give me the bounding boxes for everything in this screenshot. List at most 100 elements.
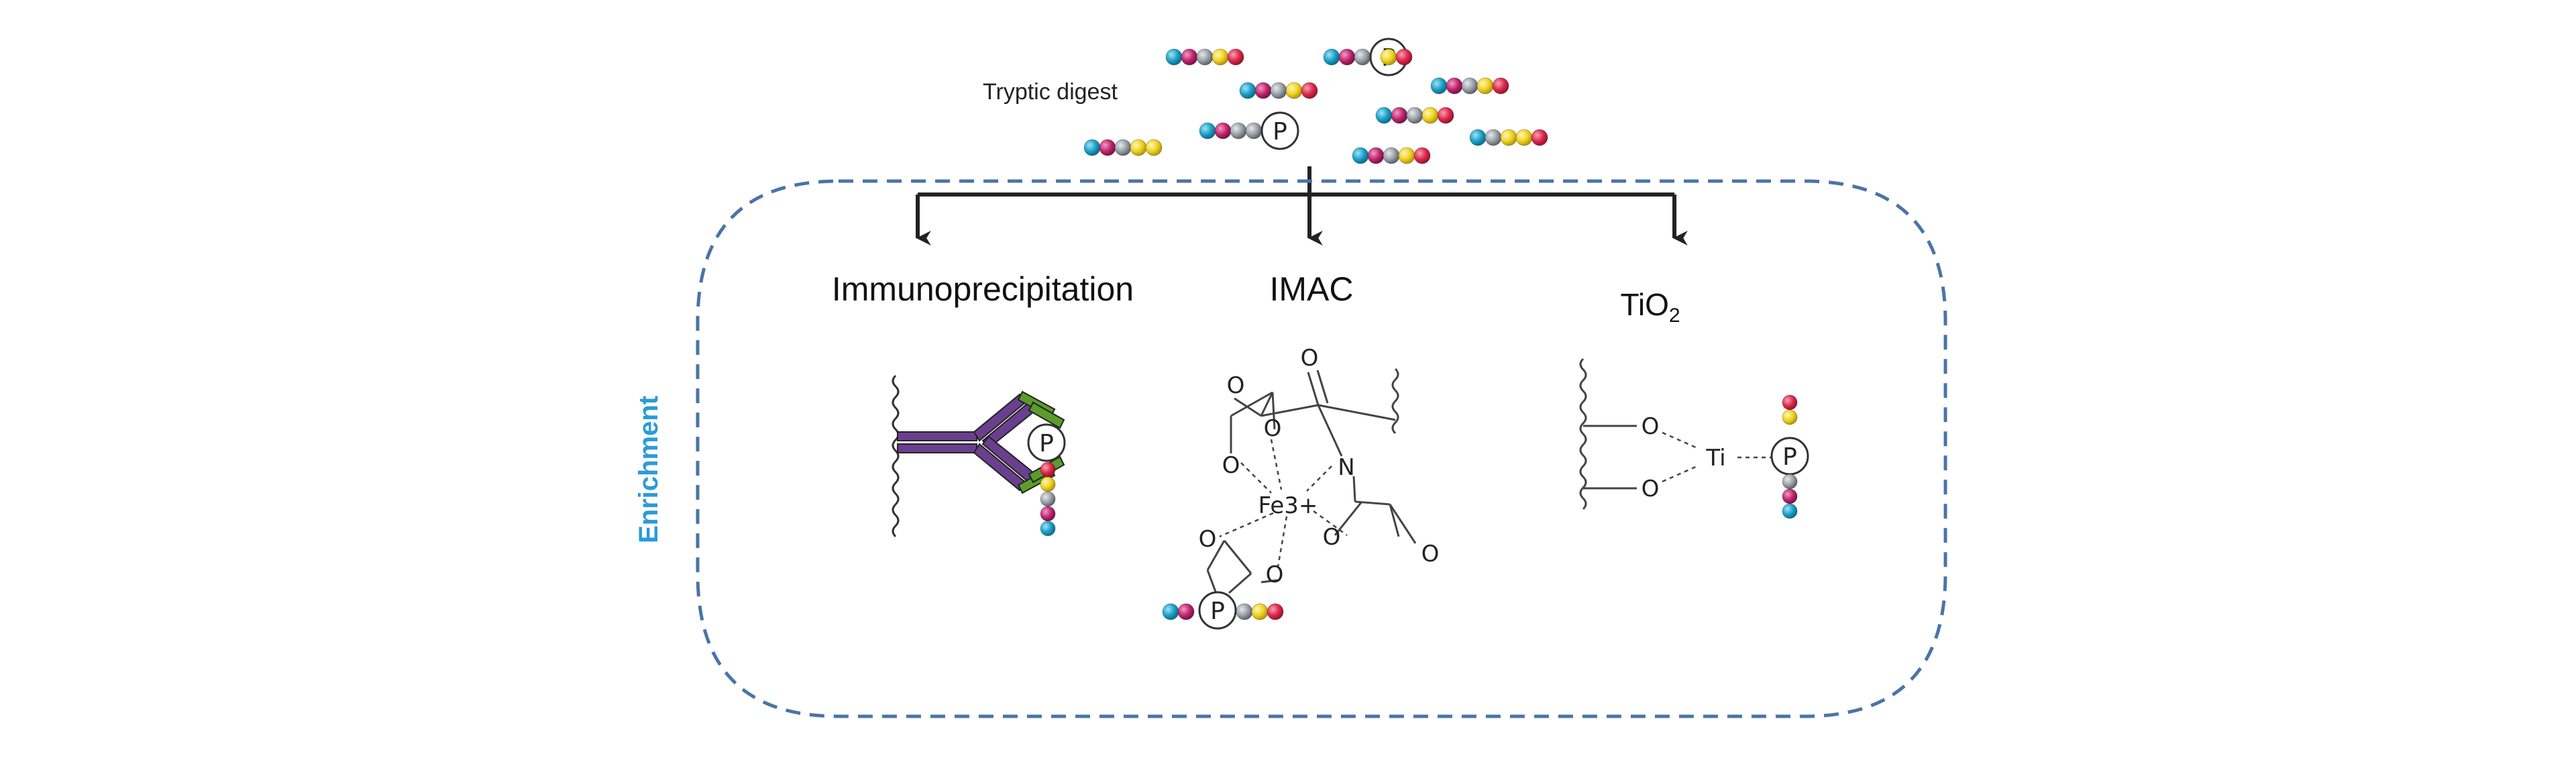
peptide-bead	[1398, 147, 1415, 164]
imac-oxygen-phosphate-right: O	[1266, 561, 1284, 588]
peptide-bead	[1413, 147, 1431, 164]
imac-phospho-letter: P	[1210, 598, 1225, 625]
imac-nitrogen: N	[1338, 454, 1354, 481]
peptide-bead	[1285, 82, 1303, 99]
imac-oxygen-right: O	[1323, 524, 1341, 551]
phospho-group: P	[1027, 423, 1066, 462]
coordination-bond-1	[1240, 462, 1272, 494]
peptide-bead	[1040, 476, 1056, 492]
imac-title: IMAC	[1270, 270, 1354, 308]
peptide-bead	[1437, 107, 1454, 124]
peptide-bead	[1114, 139, 1132, 156]
peptide-bead	[1515, 129, 1533, 146]
peptide-bead	[1040, 506, 1056, 522]
peptide-bead	[1177, 603, 1195, 620]
peptide-bead	[1214, 122, 1232, 140]
bound-peptide-ip	[1040, 461, 1056, 537]
bound-peptide-imac	[1162, 603, 1284, 620]
phospho-letter: P	[1039, 430, 1054, 457]
bead-surface-wavy-line	[892, 374, 900, 538]
enrichment-box	[696, 179, 1947, 718]
peptide-bead	[1469, 129, 1487, 146]
tio2-oxygen-upper: O	[1642, 413, 1660, 440]
ti-bond-lower	[1662, 465, 1698, 483]
peptide-bead	[1421, 107, 1439, 124]
peptide-bead	[1500, 129, 1517, 146]
peptide-bead	[1196, 48, 1214, 66]
titanium-atom: Ti	[1705, 445, 1725, 472]
tio2-title: TiO2	[1620, 287, 1680, 327]
peptide-bead	[1531, 129, 1548, 146]
immunoprecipitation-panel: P	[892, 374, 1066, 538]
peptide-bead	[1245, 122, 1263, 140]
imac-oxygen-top: O	[1301, 345, 1319, 372]
peptide-bead	[1254, 82, 1272, 99]
coordination-bond-3	[1306, 465, 1332, 492]
peptide-bead	[1406, 107, 1424, 124]
peptide-bead	[1212, 48, 1229, 66]
peptide-bead	[1301, 82, 1318, 99]
peptide-bead	[1782, 394, 1798, 410]
imac-iron-ion: Fe3+	[1258, 492, 1318, 519]
peptide-bead	[1782, 488, 1798, 504]
tio2-oxygen-lower: O	[1642, 476, 1660, 502]
bound-peptide-tio2-upper	[1782, 394, 1798, 425]
immunoprecipitation-title: Immunoprecipitation	[832, 270, 1134, 308]
peptide-bead	[1083, 139, 1101, 156]
peptide-bead	[1227, 48, 1244, 66]
peptide-bead	[1461, 77, 1479, 95]
coordination-bond-2	[1270, 439, 1283, 490]
phospho-circle	[1260, 111, 1299, 150]
antibody-shape	[897, 390, 1065, 494]
imac-oxygen-bridge-upper: O	[1264, 415, 1282, 442]
peptide-bead	[1239, 82, 1256, 99]
peptide-bead	[1236, 603, 1253, 620]
peptide-bead	[1251, 603, 1269, 620]
peptide-bead	[1145, 139, 1163, 156]
peptide-bead	[1099, 139, 1116, 156]
phospho-letter: P	[1273, 118, 1287, 146]
imac-oxygen-phosphate-left: O	[1199, 526, 1217, 553]
tryptic-peptides: PP	[1083, 38, 1548, 164]
tio2-panel	[1579, 357, 1771, 510]
imac-oxygen-carbonyl-right: O	[1421, 541, 1440, 567]
imac-wavy-line	[1391, 368, 1399, 435]
split-arrows	[916, 166, 1688, 245]
peptide-bead	[1040, 520, 1056, 537]
tio2-atom-labels: O O Ti P	[1642, 413, 1809, 502]
peptide-bead	[1485, 129, 1502, 146]
peptide-bead	[1338, 48, 1356, 66]
peptide-bead	[1040, 461, 1056, 478]
coordination-bond-4	[1313, 510, 1348, 537]
peptide-bead	[1380, 48, 1397, 66]
peptide-bead	[1162, 603, 1179, 620]
peptide-bead	[1446, 77, 1463, 95]
imac-panel	[1206, 368, 1417, 598]
tio2-wavy-line	[1579, 357, 1587, 510]
imac-atom-labels: O O O O N Fe3+ O O O O P	[1198, 345, 1440, 630]
peptide-bead	[1199, 122, 1216, 140]
imac-oxygen-carbonyl-left: O	[1227, 372, 1245, 399]
peptide-bead	[1130, 139, 1147, 156]
peptide-bead	[1782, 474, 1798, 490]
tryptic-digest-label: Tryptic digest	[983, 79, 1118, 105]
peptide-bead	[1383, 147, 1400, 164]
ti-bond-upper	[1662, 431, 1698, 449]
peptide-bead	[1477, 77, 1494, 95]
peptide-bead	[1270, 82, 1287, 99]
peptide-bead	[1354, 48, 1371, 66]
coordination-bond-6	[1277, 516, 1288, 567]
peptide-bead	[1165, 48, 1183, 66]
peptide-bead	[1375, 107, 1393, 124]
peptide-bead	[1492, 77, 1509, 95]
enrichment-label: Enrichment	[634, 396, 663, 543]
peptide-bead	[1181, 48, 1198, 66]
coordination-bond-5	[1219, 512, 1274, 538]
imac-phospho-circle	[1198, 591, 1237, 630]
peptide-bead	[1395, 48, 1413, 66]
bound-peptide-tio2-lower	[1782, 474, 1798, 519]
imac-oxygen-left: O	[1222, 452, 1240, 479]
peptide-bead	[1323, 48, 1340, 66]
